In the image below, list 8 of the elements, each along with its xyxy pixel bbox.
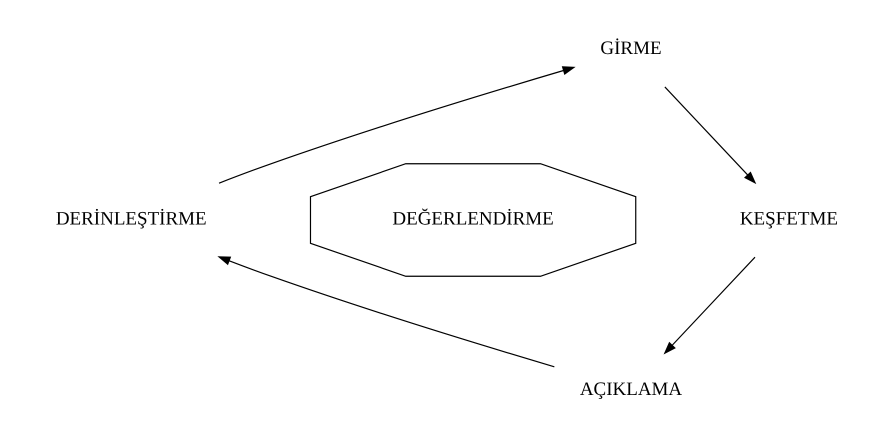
arrow: [218, 66, 576, 184]
arrow: [663, 256, 755, 354]
node-text: KEŞFETME: [739, 208, 838, 230]
node-text: DERİNLEŞTİRME: [55, 208, 206, 230]
node-text: GİRME: [600, 38, 662, 60]
node-text: AÇIKLAMA: [579, 378, 682, 400]
arrow: [664, 86, 756, 184]
arrow: [216, 256, 554, 368]
